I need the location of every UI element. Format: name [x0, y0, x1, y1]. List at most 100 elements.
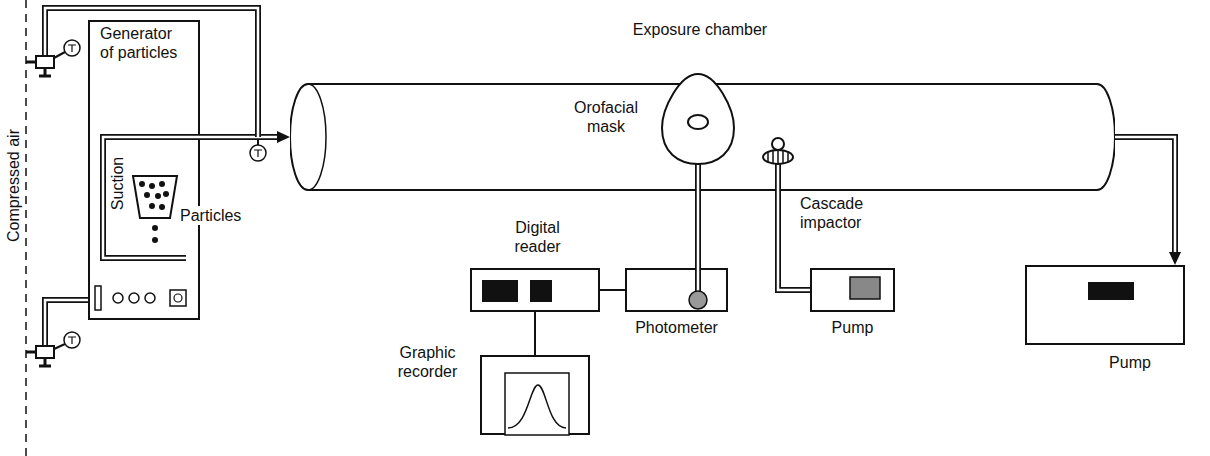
gauge-mark	[68, 337, 76, 344]
pump-display	[1088, 282, 1134, 300]
tube-bore	[200, 136, 280, 139]
particle	[149, 203, 155, 209]
photometer-box: Photometer	[625, 268, 728, 312]
label-holder: Orofacial mask	[560, 98, 652, 136]
particle	[163, 191, 169, 197]
suction-tube	[103, 137, 200, 258]
particle	[155, 193, 161, 199]
valve	[26, 300, 88, 366]
orofacial-mask	[662, 74, 734, 191]
control-dial	[170, 290, 186, 306]
tube-bore	[1115, 137, 1175, 255]
cascade-impactor	[763, 138, 793, 191]
photometer-cell	[689, 268, 707, 309]
node-label: Graphic recorder	[385, 343, 470, 381]
particle	[152, 225, 158, 231]
control-slot	[95, 286, 101, 310]
gauge-dial	[250, 145, 266, 161]
node-label: Pump	[810, 318, 895, 337]
air-pipe	[45, 8, 258, 137]
cable-line	[600, 289, 625, 291]
cable-line	[534, 312, 536, 355]
label-holder: Particles	[178, 206, 258, 225]
generator-internals	[95, 137, 200, 310]
particle-dots	[139, 181, 169, 243]
cylinder-outline	[290, 83, 1115, 191]
part-label: Particles	[178, 206, 243, 225]
mask-tube	[697, 164, 700, 191]
valve-feed	[26, 351, 36, 354]
valve-tap	[39, 358, 51, 366]
supply-label: Compressed air	[4, 127, 23, 244]
tube-wall	[200, 134, 280, 140]
valve-tap	[39, 68, 51, 76]
part-label: Suction	[108, 157, 127, 210]
tube-wall	[1115, 137, 1175, 255]
air-tube	[1115, 137, 1181, 265]
photometer-tube	[695, 268, 701, 291]
sensor-cell	[689, 291, 707, 309]
control-knob	[129, 293, 139, 303]
impactor-stages	[763, 150, 793, 164]
mask-tube	[695, 164, 701, 191]
pump-box: Pump	[810, 268, 895, 312]
mask-opening	[688, 115, 708, 129]
particle	[144, 192, 150, 198]
chart-trace	[508, 385, 566, 428]
air-pipe	[45, 300, 88, 346]
label-holder: Cascade impactor	[800, 194, 890, 232]
particle	[152, 237, 158, 243]
label-holder: Suction	[108, 154, 127, 214]
text-holder: Photometer	[615, 318, 738, 337]
photometer-tube	[697, 268, 700, 291]
particle	[149, 183, 155, 189]
display-window	[482, 280, 518, 302]
digital-display	[482, 280, 552, 302]
mask-outline	[662, 74, 734, 164]
pressure-gauge	[64, 40, 80, 56]
pump-display	[850, 277, 880, 299]
air-pipe	[45, 8, 258, 137]
impactor-stem	[775, 163, 781, 191]
impactor-stem	[777, 163, 780, 191]
text-holder: Digital reader	[500, 218, 575, 256]
impactor-hatching	[768, 150, 788, 164]
control-knob	[145, 293, 155, 303]
gauge-mark	[254, 150, 262, 157]
pressure-gauge	[64, 332, 80, 348]
air-pipe	[45, 300, 88, 346]
label-holder: Compressed air	[4, 116, 23, 256]
reader-box: Digital reader	[470, 268, 600, 312]
node-label: Exposure chamber	[600, 20, 800, 39]
node-label: Pump	[1095, 353, 1165, 372]
air-supply-line	[25, 0, 27, 456]
arrow-head	[1169, 252, 1181, 265]
gauge-stem	[54, 52, 65, 58]
pressure-gauge	[250, 139, 266, 161]
signal-cable	[600, 290, 625, 291]
valve-body	[36, 56, 54, 68]
control-dial	[174, 294, 182, 302]
text-holder: Graphic recorder	[385, 343, 470, 381]
arrow-head	[277, 131, 290, 143]
tube-wall	[695, 191, 701, 268]
suction-tube	[103, 137, 200, 258]
exposure-chamber: Exposure chamber	[290, 83, 1115, 191]
node-label: Digital reader	[500, 218, 575, 256]
valve	[26, 8, 258, 137]
gauge-stem	[54, 344, 65, 349]
text-holder: Generator of particles	[100, 24, 186, 62]
gauge-mark	[68, 45, 76, 52]
impactor-inlet	[772, 138, 784, 150]
recorder-chart	[505, 373, 569, 435]
particle	[139, 181, 145, 187]
particle-cup	[133, 176, 177, 218]
tube-bore	[697, 191, 700, 268]
signal-cable	[535, 312, 536, 355]
valve-feed	[26, 61, 36, 64]
node-label: Generator of particles	[100, 24, 186, 62]
impactor-neck	[777, 150, 780, 152]
chamber-wall	[290, 84, 1115, 190]
